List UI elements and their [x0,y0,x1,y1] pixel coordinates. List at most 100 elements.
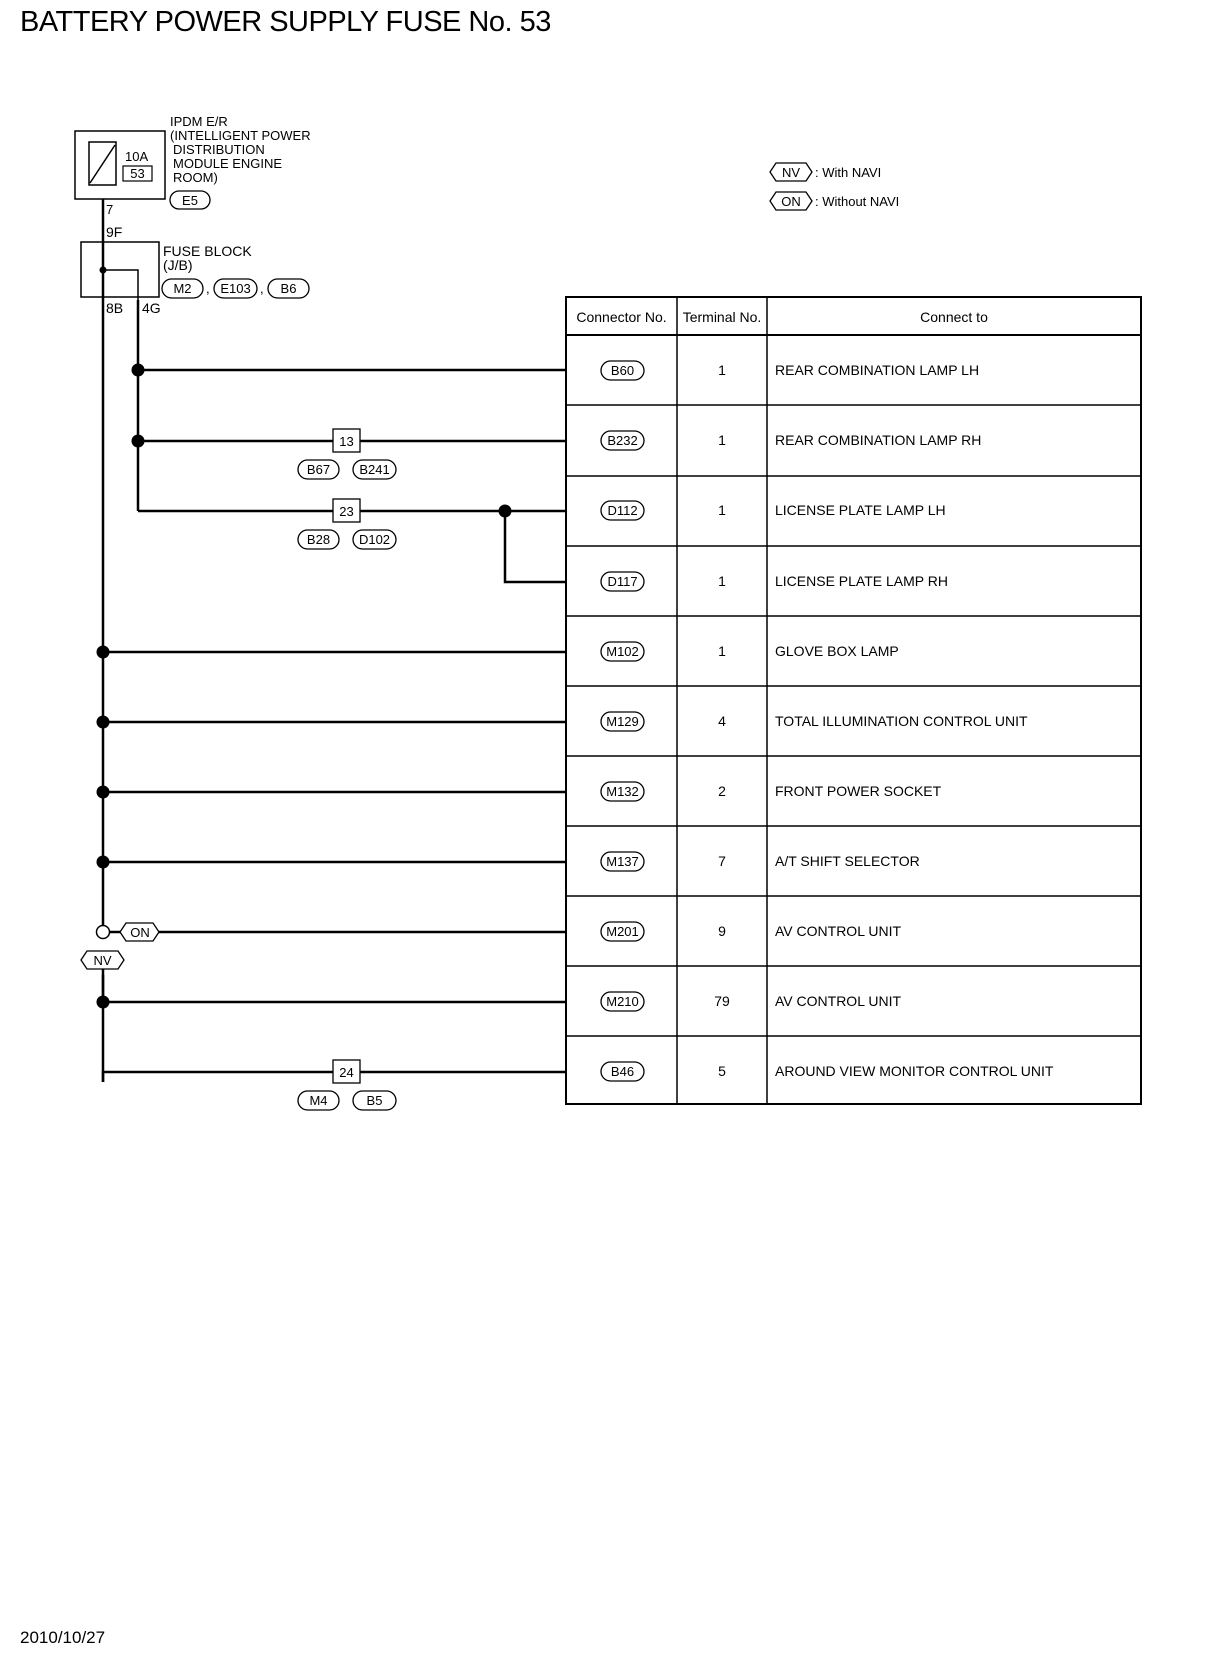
connector-badge-e5 [169,190,211,210]
fuse-block-terminal-4g: 4G [142,300,161,316]
row-3-connector: D112 [607,503,637,518]
branch-nv-symbol [80,950,125,970]
row-8-connector: M137 [606,854,639,869]
row-11-connect-to: AROUND VIEW MONITOR CONTROL UNIT [775,1063,1054,1079]
junction-13-connector-1: B67 [307,462,330,477]
row-5-connect-to: GLOVE BOX LAMP [775,643,899,659]
row-6-connector: M129 [606,714,639,729]
splice-row-7 [96,785,110,799]
separator-1: , [206,281,210,296]
table-row: D117 1 LICENSE PLATE LAMP RH [600,571,948,592]
fuse-block-terminal-8b: 8B [106,300,123,316]
connector-badge-m2 [161,278,204,299]
ipdm-terminal: 7 [106,202,113,217]
connector-badge-e103 [213,278,258,299]
table-row: M102 1 GLOVE BOX LAMP [600,641,899,662]
row-8-connect-to: A/T SHIFT SELECTOR [775,853,920,869]
row-9-connector: M201 [606,924,639,939]
row-3-connect-to: LICENSE PLATE LAMP LH [775,502,946,518]
branch-on-symbol [119,922,160,942]
row-3-terminal: 1 [718,502,726,518]
row-6-terminal: 4 [718,713,726,729]
splice-row-1 [131,363,145,377]
row-11-connector: B46 [611,1064,634,1079]
navi-branch: ON NV [80,922,160,1002]
legend-nv-symbol [769,162,813,182]
row-4-terminal: 1 [718,573,726,589]
fuse-block-label-line-2: (J/B) [163,257,193,273]
splice-row-2 [131,434,145,448]
table-header-connector: Connector No. [576,309,666,325]
table-row: B232 1 REAR COMBINATION LAMP RH [600,430,981,451]
junction-23-connector-2: D102 [359,532,390,547]
row-6-connect-to: TOTAL ILLUMINATION CONTROL UNIT [775,713,1028,729]
ipdm-label-line-2: (INTELLIGENT POWER [170,128,311,143]
junction-23-number: 23 [339,504,353,519]
row-5-connector: M102 [606,644,639,659]
splice-row-8 [96,855,110,869]
connector-badge-b6 [267,278,310,299]
row-4-connector: D117 [607,574,637,589]
table-header-terminal: Terminal No. [683,309,762,325]
legend-nv-text: : With NAVI [815,165,881,180]
ipdm-label-line-4: MODULE ENGINE [173,156,282,171]
row-10-terminal: 79 [714,993,730,1009]
row-5-terminal: 1 [718,643,726,659]
splice-row-3 [498,504,512,518]
junction-13-number: 13 [339,434,353,449]
table-row: B60 1 REAR COMBINATION LAMP LH [600,360,979,381]
fuse-block-label-line-1: FUSE BLOCK [163,243,252,259]
row-2-connect-to: REAR COMBINATION LAMP RH [775,432,981,448]
table-row: M210 79 AV CONTROL UNIT [600,991,901,1012]
page-title: BATTERY POWER SUPPLY FUSE No. 53 [20,6,551,38]
row-2-connector: B232 [607,433,637,448]
row-2-terminal: 1 [718,432,726,448]
splice-jb [99,266,107,274]
fuse-block-connector-3: B6 [281,281,297,296]
splice-points [96,266,512,1009]
fuse-number: 53 [130,166,144,181]
junction-24-connector-2: B5 [367,1093,383,1108]
row-9-terminal: 9 [718,923,726,939]
table-row: M129 4 TOTAL ILLUMINATION CONTROL UNIT [600,711,1028,732]
junction-23: 23 B28 D102 [297,498,397,550]
table-row: B46 5 AROUND VIEW MONITOR CONTROL UNIT [600,1061,1054,1082]
row-1-connector: B60 [611,363,634,378]
table-row: M132 2 FRONT POWER SOCKET [600,781,942,802]
fuse-number-box [122,165,153,182]
ipdm-label-line-3: DISTRIBUTION [173,142,265,157]
wiring [101,199,566,1082]
legend: NV : With NAVI ON : Without NAVI [769,162,899,211]
row-8-terminal: 7 [718,853,726,869]
row-10-connect-to: AV CONTROL UNIT [775,993,901,1009]
junction-24: 24 M4 B5 [297,1059,397,1111]
table-header-connect-to: Connect to [920,309,988,325]
junction-13-connector-2: B241 [359,462,389,477]
splice-row-6 [96,715,110,729]
row-9-connect-to: AV CONTROL UNIT [775,923,901,939]
branch-on-label: ON [130,925,150,940]
legend-on-text: : Without NAVI [815,194,899,209]
junction-13: 13 B67 B241 [297,428,397,480]
legend-nv-code: NV [782,165,800,180]
branch-nv-label: NV [93,953,111,968]
fuse-block-connector-2: E103 [220,281,250,296]
wire-row-11 [101,1070,566,1082]
table-row: M201 9 AV CONTROL UNIT [600,921,901,942]
fuse-symbol [88,141,117,186]
ipdm-label-line-5: ROOM) [173,170,218,185]
row-11-terminal: 5 [718,1063,726,1079]
ipdm-label-line-1: IPDM E/R [170,114,228,129]
legend-on-code: ON [781,194,801,209]
footer-date: 2010/10/27 [20,1628,106,1647]
fuse-block: 9F FUSE BLOCK (J/B) M2 , E103 , B6 8B 4G [80,224,310,316]
junction-24-number: 24 [339,1065,353,1080]
row-1-connect-to: REAR COMBINATION LAMP LH [775,362,979,378]
row-10-connector: M210 [606,994,639,1009]
row-7-connect-to: FRONT POWER SOCKET [775,783,942,799]
fuse-block-terminal-in: 9F [106,224,122,240]
ipdm-block: 10A 53 IPDM E/R (INTELLIGENT POWER DISTR… [74,114,311,217]
junction-23-connector-1: B28 [307,532,330,547]
separator-2: , [260,281,264,296]
